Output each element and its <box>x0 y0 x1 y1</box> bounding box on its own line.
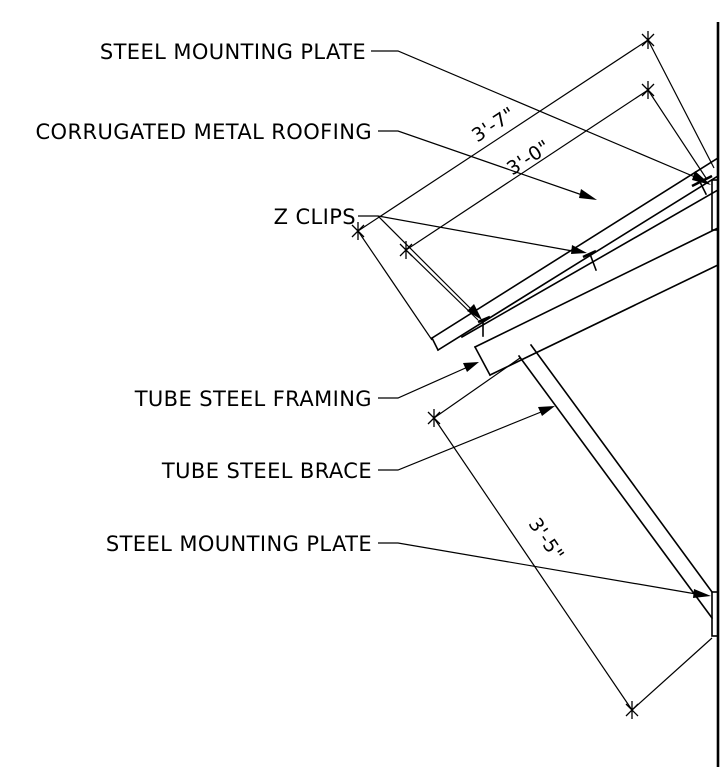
label-tube-steel-framing: TUBE STEEL FRAMING <box>134 387 372 411</box>
bottom-mounting-plate <box>711 591 719 637</box>
dimension-overall-text: 3'-7" <box>468 103 519 147</box>
label-z-clips: Z CLIPS <box>274 205 356 229</box>
label-corrugated-metal-roofing: CORRUGATED METAL ROOFING <box>35 120 372 144</box>
dimension-brace <box>427 357 713 719</box>
dimension-roofing <box>399 81 707 321</box>
leader-mounting-plate-top <box>371 50 711 185</box>
label-steel-mounting-plate-bottom: STEEL MOUNTING PLATE <box>106 532 372 556</box>
leader-tube-brace <box>378 406 555 471</box>
leader-corrugated-roofing <box>378 130 597 200</box>
leader-z-clips <box>358 215 587 320</box>
dimension-overall <box>351 31 715 341</box>
z-clips <box>477 174 713 337</box>
tube-steel-framing <box>473 226 720 377</box>
dimension-brace-text: 3'-5" <box>524 514 569 565</box>
dimension-roofing-text: 3'-0" <box>503 136 554 180</box>
leader-tube-framing <box>378 362 479 399</box>
label-steel-mounting-plate-top: STEEL MOUNTING PLATE <box>100 40 366 64</box>
label-tube-steel-brace: TUBE STEEL BRACE <box>161 459 372 483</box>
corrugated-metal-roofing <box>430 156 720 352</box>
leader-mounting-plate-bottom <box>378 542 711 598</box>
tube-steel-brace <box>517 343 714 620</box>
